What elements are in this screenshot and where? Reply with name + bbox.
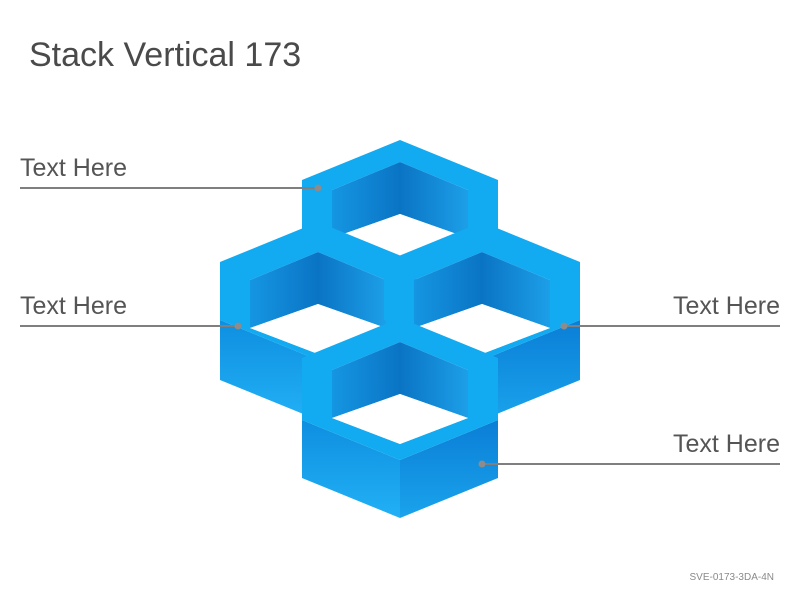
connector-right-mid: [560, 322, 780, 330]
label-left-mid: Text Here: [20, 292, 127, 320]
frame-top: [302, 140, 498, 280]
label-left-top: Text Here: [20, 154, 127, 182]
label-right-bottom: Text Here: [673, 430, 780, 458]
frame-left: [220, 222, 416, 420]
label-right-mid: Text Here: [673, 292, 780, 320]
connector-left-top: [20, 184, 322, 192]
connector-right-bottom: [478, 460, 780, 468]
footer-code: SVE-0173-3DA-4N: [689, 572, 774, 583]
connector-left-mid: [20, 322, 242, 330]
frame-right: [384, 222, 580, 420]
frame-bottom: [302, 318, 498, 518]
slide-title: Stack Vertical 173: [29, 36, 302, 74]
